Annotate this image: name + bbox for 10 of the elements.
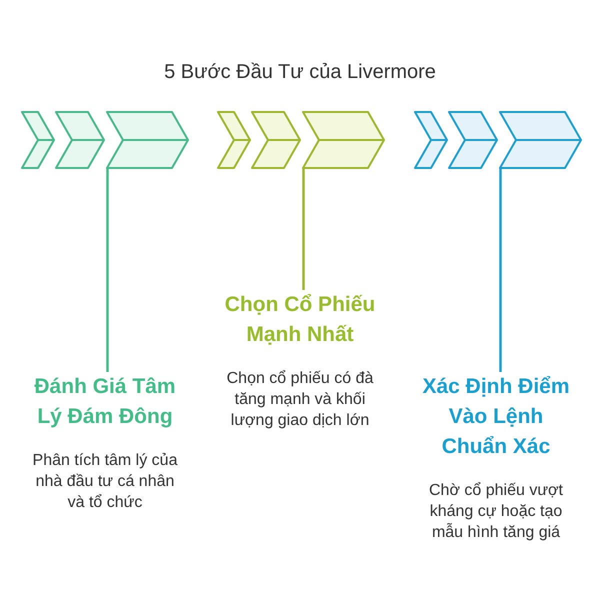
step-heading: Chọn Cổ Phiếu Mạnh Nhất [224,292,376,348]
diagram-title: 5 Bước Đầu Tư của Livermore [164,60,436,84]
step-description: Chờ cổ phiếu vượt kháng cự hoặc tạo mẫu hình tăng giá [428,481,564,543]
leader-line [499,168,502,372]
step-heading: Đánh Giá Tâm Lý Đám Đông [33,374,177,430]
step-description: Phân tích tâm lý của nhà đầu tư cá nhân và tổ chức [32,451,178,513]
step-heading: Xác Định Điểm Vào Lệnh Chuẩn Xác [421,374,571,460]
step-description: Chọn cổ phiếu có đà tăng mạnh và khối lượng giao dịch lớn [226,369,374,431]
leader-line [302,168,305,290]
leader-line [106,168,109,372]
